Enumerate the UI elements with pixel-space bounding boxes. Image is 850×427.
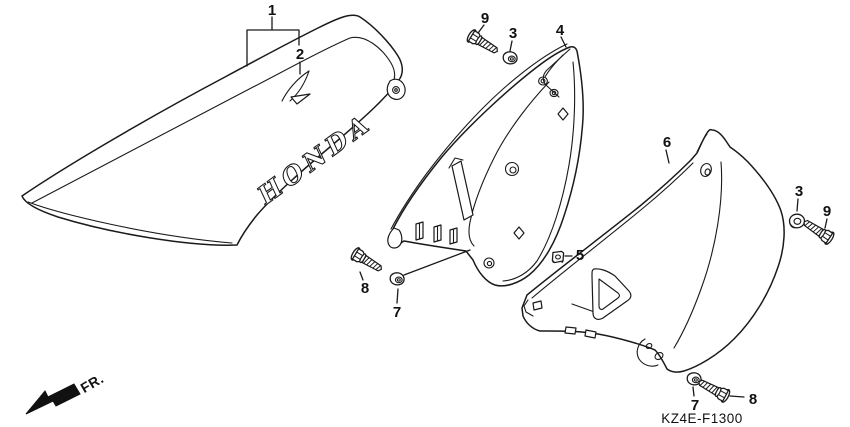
- bolt-front-upper-icon: [464, 27, 502, 59]
- callout-seat[interactable]: 1: [268, 2, 276, 19]
- grommet-front-lower-icon: [389, 272, 405, 286]
- front-label: FR.: [78, 370, 107, 396]
- callout-grommet-front-upper[interactable]: 3: [509, 25, 517, 42]
- seat-part: HONDA: [21, 14, 406, 246]
- cover-right-clips: [523, 299, 597, 339]
- diagram-code: KZ4E-F1300: [661, 411, 743, 426]
- callout-grommet-front-lower[interactable]: 7: [393, 304, 401, 321]
- callout-side-cover-right[interactable]: 6: [663, 134, 671, 151]
- cover-left-clips: [415, 221, 458, 245]
- cover-right-upper-hole: [700, 162, 712, 178]
- cover-right-triangle-hole: [591, 268, 632, 320]
- leader-lines: [246, 16, 828, 398]
- callout-bolt-front-lower[interactable]: 8: [361, 280, 369, 297]
- callout-seat-stripe[interactable]: 2: [296, 46, 304, 63]
- bolt-rear-upper-icon: [799, 215, 837, 247]
- front-direction-marker: FR.: [25, 370, 107, 415]
- callout-side-cover-left[interactable]: 4: [556, 22, 565, 39]
- callout-bolt-front-upper[interactable]: 9: [481, 10, 489, 27]
- callout-grommet-rear-lower[interactable]: 7: [691, 397, 699, 414]
- front-arrow-icon: [25, 383, 81, 415]
- seat-rear-tab: [386, 78, 406, 100]
- bolt-front-lower-icon: [348, 245, 386, 277]
- callout-bolt-rear-lower[interactable]: 8: [749, 391, 757, 408]
- callout-grommet-rear-upper[interactable]: 3: [795, 183, 803, 200]
- seat-stripe-part: [281, 70, 311, 105]
- grommet-front-upper-icon: [502, 51, 518, 65]
- callout-clip-nut[interactable]: 5: [576, 247, 584, 264]
- callout-bolt-rear-upper[interactable]: 9: [823, 203, 831, 220]
- callout-labels: 1 2 3 4 5 6 7 8 9 3 9 7 8: [268, 2, 831, 414]
- side-cover-right-part: [521, 128, 785, 373]
- cover-left-bracket: [538, 48, 571, 98]
- grommet-rear-upper-icon: [788, 213, 806, 229]
- cover-right-lower-bracket: [636, 338, 664, 367]
- side-cover-left-part: [387, 43, 584, 287]
- clip-nut-icon: [551, 250, 565, 264]
